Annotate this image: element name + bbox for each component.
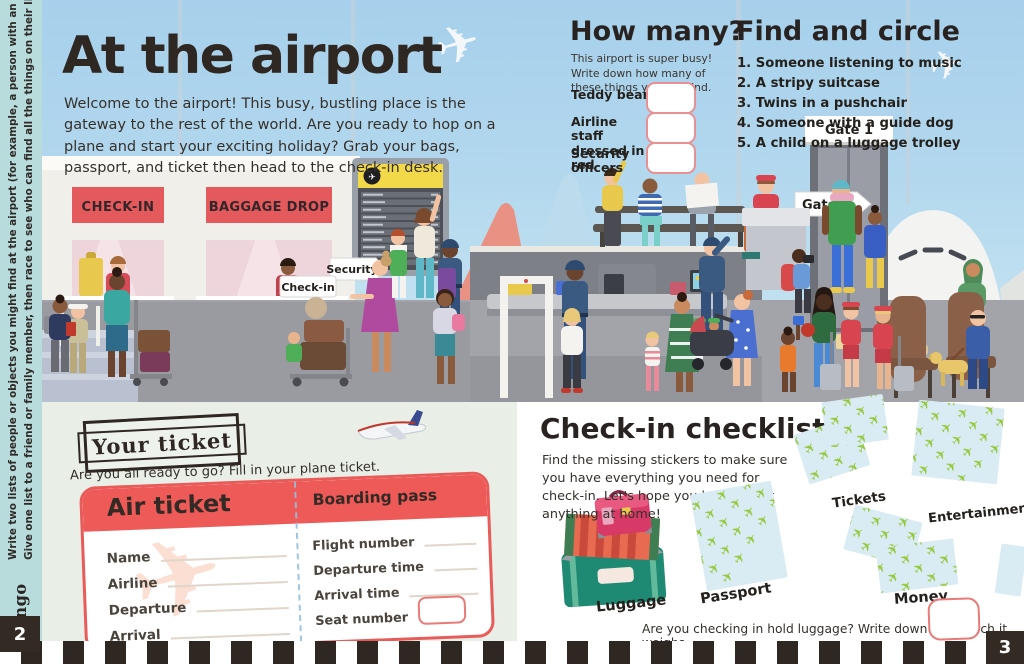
person-reading-newspaper — [685, 172, 719, 246]
plane-pattern: ✈ ✈ ✈ ✈ ✈ ✈ ✈ ✈ ✈ ✈ ✈ ✈ ✈ ✈ ✈ ✈ ✈ ✈ ✈ ✈ … — [690, 480, 788, 588]
how-many-item-airline-staff: Airline staff dressed in red — [571, 114, 645, 173]
find-item: 3. Twins in a pushchair — [737, 96, 908, 112]
person-child-dungarees-teddy — [380, 229, 407, 298]
person-child-on-trolley — [286, 332, 302, 362]
person-seated-striped — [638, 178, 662, 246]
find-item: 5. A child on a luggage trolley — [737, 136, 961, 152]
plane-pattern: ✈ ✈ ✈ ✈ ✈ ✈ ✈ ✈ ✈ ✈ ✈ ✈ ✈ ✈ ✈ ✈ ✈ ✈ ✈ ✈ … — [875, 538, 958, 593]
sidebar-airport-bingo: Airport bingo Write two lists of people … — [0, 0, 42, 664]
board-plane-icon: ✈ — [368, 173, 376, 183]
checklist-title: Check-in checklist — [540, 412, 826, 445]
person-purple-dress — [350, 256, 399, 372]
luggage-trolley-with-child — [286, 297, 352, 387]
twins-pushchair — [690, 290, 758, 386]
sticker-passport[interactable]: ✈ ✈ ✈ ✈ ✈ ✈ ✈ ✈ ✈ ✈ ✈ ✈ ✈ ✈ ✈ ✈ ✈ ✈ ✈ ✈ … — [690, 480, 788, 592]
sidebar-instructions: Write two lists of people or objects you… — [5, 0, 38, 560]
find-item: 1. Someone listening to music — [737, 56, 962, 71]
person-child-orange-overalls — [780, 316, 804, 392]
plane-pattern: ✈ ✈ ✈ ✈ ✈ ✈ ✈ ✈ ✈ ✈ ✈ ✈ ✈ ✈ ✈ ✈ ✈ ✈ ✈ ✈ … — [821, 394, 889, 448]
small-airliner-image — [357, 410, 427, 440]
baggage-drop-sign: BAGGAGE DROP — [206, 187, 332, 223]
person-photographer — [781, 249, 814, 313]
intro-paragraph: Welcome to the airport! This busy, bustl… — [64, 96, 496, 177]
metal-detector — [500, 276, 553, 398]
sidebar-instruction-line: Write two lists of people or objects you… — [6, 0, 19, 560]
page-number-right: 3 — [986, 631, 1024, 664]
sticker-money-2[interactable]: ✈ ✈ ✈ ✈ ✈ ✈ ✈ ✈ ✈ ✈ ✈ ✈ ✈ ✈ ✈ ✈ ✈ ✈ ✈ ✈ … — [875, 538, 959, 594]
person-tourist-hat — [68, 304, 88, 373]
person-striped-dress — [665, 292, 703, 392]
person-pink-bag — [433, 289, 465, 384]
person-backpacker-small — [864, 205, 886, 288]
seat-number-box[interactable] — [417, 595, 467, 626]
svg-text:Gate 1: Gate 1 — [825, 123, 873, 138]
sticker-entertainment[interactable]: ✈ ✈ ✈ ✈ ✈ ✈ ✈ ✈ ✈ ✈ ✈ ✈ ✈ ✈ ✈ ✈ ✈ ✈ ✈ ✈ … — [911, 399, 1005, 485]
field-write-line[interactable] — [424, 542, 477, 547]
guide-dog — [928, 352, 968, 386]
your-ticket-stamp-text: Your ticket — [91, 426, 233, 460]
page-number-left: 2 — [0, 616, 40, 652]
person-with-trolley — [104, 267, 172, 386]
how-many-answer-box-1[interactable] — [646, 82, 696, 114]
weight-answer-box[interactable] — [927, 597, 981, 641]
yellow-suitcase — [79, 252, 103, 296]
svg-text:CHECK-IN: CHECK-IN — [82, 200, 155, 215]
person-airline-staff-red — [820, 302, 861, 390]
find-and-circle-title: Find and circle — [736, 16, 960, 47]
how-many-item-security-officers: Security officers — [571, 146, 630, 176]
field-label: Seat number — [315, 610, 409, 629]
air-ticket-fields: Name Airline Departure Arrival — [106, 534, 290, 645]
check-in-sign: CHECK-IN — [72, 187, 164, 223]
person-gate-agent — [753, 175, 779, 210]
field-write-line[interactable] — [170, 632, 290, 640]
person-standing-yellow — [602, 160, 627, 246]
svg-text:BAGGAGE DROP: BAGGAGE DROP — [209, 200, 329, 215]
plane-ticket: ✈ Air ticket Boarding pass Name Airline … — [78, 471, 496, 653]
person-with-guide-dog — [928, 310, 990, 389]
find-item: 4. Someone with a guide dog — [737, 116, 954, 132]
how-many-title: How many? — [570, 16, 745, 47]
person-girl-white-top — [561, 308, 583, 393]
luggage-illustration — [561, 490, 667, 608]
page-title: At the airport — [62, 26, 443, 86]
person-backpacker — [822, 180, 862, 293]
find-item: 2. A stripy suitcase — [737, 76, 880, 92]
runway-checker-border — [0, 641, 1024, 664]
gate-1-sign: Gate 1 — [805, 116, 893, 145]
how-many-answer-box-3[interactable] — [646, 142, 696, 174]
floor-under-wall — [470, 356, 762, 402]
air-ticket-title: Air ticket — [106, 489, 232, 522]
field-label: Name — [106, 549, 151, 567]
field-label: Departure — [108, 599, 187, 619]
person-child-with-book — [44, 294, 76, 372]
svg-text:Security: Security — [326, 263, 377, 276]
person-airline-staff-red — [873, 306, 914, 391]
check-in-label: Check-in — [279, 275, 337, 298]
how-many-answer-box-2[interactable] — [646, 112, 696, 144]
person-child-striped — [645, 331, 660, 391]
sidebar-instruction-line: Give one list to a friend or family memb… — [23, 0, 35, 560]
find-and-circle-list: 1. Someone listening to music 2. A strip… — [737, 54, 962, 154]
boarding-pass-fields: Flight number Departure time Arrival tim… — [312, 523, 480, 629]
field-label: Airline — [107, 574, 158, 593]
plane-pattern: ✈ ✈ ✈ ✈ ✈ ✈ ✈ ✈ ✈ ✈ ✈ ✈ ✈ ✈ ✈ ✈ ✈ ✈ ✈ ✈ … — [911, 399, 1005, 485]
mezzanine-seating — [470, 160, 766, 256]
svg-text:Check-in: Check-in — [281, 281, 334, 294]
how-many-item-teddy-bears: Teddy bears — [571, 87, 657, 102]
sticker-tickets-2[interactable]: ✈ ✈ ✈ ✈ ✈ ✈ ✈ ✈ ✈ ✈ ✈ ✈ ✈ ✈ ✈ ✈ ✈ ✈ ✈ ✈ … — [821, 393, 889, 449]
field-write-line[interactable] — [434, 567, 478, 572]
window-mullions — [178, 0, 910, 300]
